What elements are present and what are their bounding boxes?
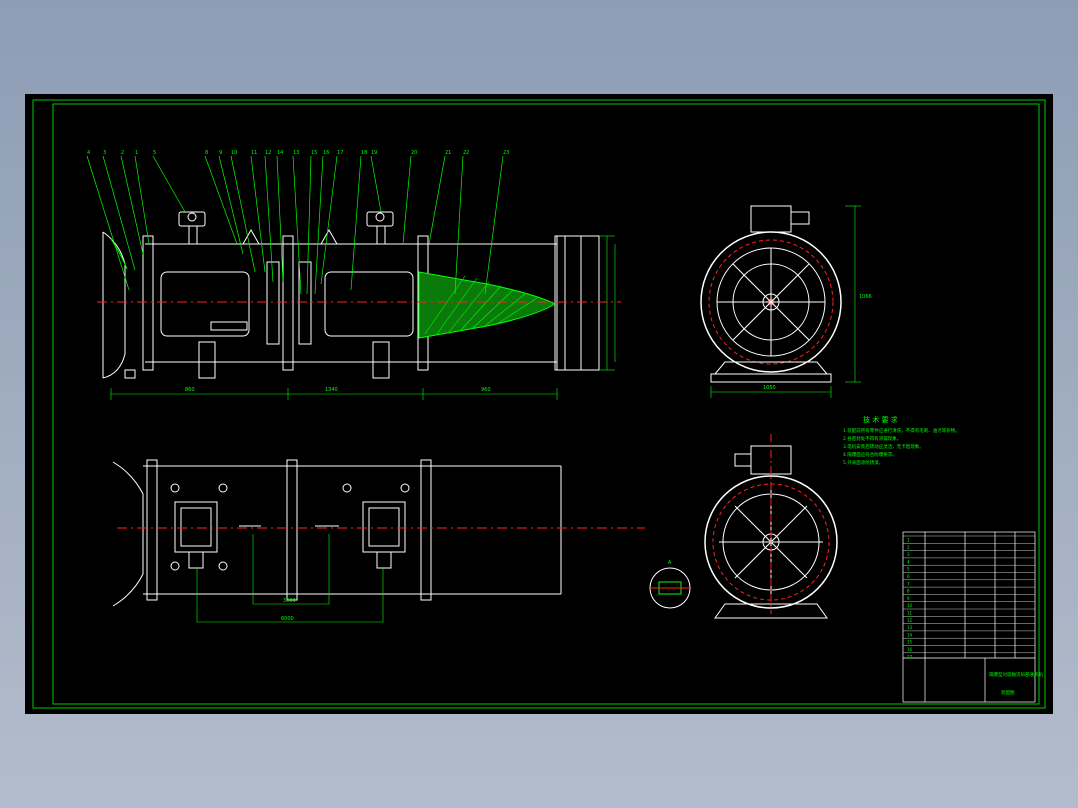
balloon-number: 3 — [103, 150, 106, 156]
balloon-number: 5 — [153, 150, 156, 156]
dim-plan-outer: 6000 — [281, 616, 294, 622]
balloon-number: 2 — [121, 150, 124, 156]
tech-requirement-line: 2.各密封处不得有渗漏现象。 — [843, 435, 901, 442]
balloon-number: 16 — [323, 150, 329, 156]
tech-title: 技 术 要 求 — [863, 415, 898, 424]
dim-plan-inner: 3000 — [283, 598, 296, 604]
title-block-row-number: 6 — [907, 574, 910, 579]
balloon-number: 21 — [445, 150, 451, 156]
title-block-row-number: 13 — [907, 625, 913, 630]
balloon-number: 13 — [293, 150, 299, 156]
balloon-number: 11 — [251, 150, 257, 156]
title-block-sub: 装配图 — [1001, 689, 1015, 696]
inner-frame — [52, 103, 1040, 705]
title-block-row-number: 5 — [907, 567, 910, 572]
title-block-row-number: 8 — [907, 589, 910, 594]
dim-side-height: 1066 — [859, 294, 872, 300]
balloon-number: 1 — [135, 150, 138, 156]
title-block-row-number: 2 — [907, 545, 910, 550]
title-block-row-number: 4 — [907, 559, 910, 564]
tech-requirement-line: 1.装配前所有零件应进行清洗，不得有毛刺、油污等杂物。 — [843, 427, 960, 434]
balloon-number: 15 — [311, 150, 317, 156]
title-block-row-number: 16 — [907, 647, 913, 652]
dim-front-right: 960 — [481, 387, 491, 393]
balloon-number: 8 — [205, 150, 208, 156]
tech-requirement-line: 4.隔爆面应符合防爆要求。 — [843, 451, 897, 458]
balloon-number: 18 — [361, 150, 367, 156]
balloon-number: 23 — [503, 150, 509, 156]
title-block — [902, 531, 1036, 703]
balloon-number: 4 — [87, 150, 90, 156]
balloon-number: 19 — [371, 150, 377, 156]
tech-requirement-line: 3.电机安装后转动应灵活，无卡阻现象。 — [843, 443, 924, 450]
outer-frame — [32, 99, 1046, 709]
detail-label: A — [668, 560, 672, 566]
balloon-number: 14 — [277, 150, 283, 156]
balloon-number: 17 — [337, 150, 343, 156]
title-block-row-number: 15 — [907, 640, 913, 645]
title-block-row-number: 12 — [907, 618, 913, 623]
title-block-row-number: 10 — [907, 603, 913, 608]
dim-front-left: 860 — [185, 387, 195, 393]
dim-side-width: 1050 — [763, 385, 776, 391]
diffuser-cone — [418, 271, 557, 339]
balloon-number: 20 — [411, 150, 417, 156]
title-block-name: 隔爆型对旋轴流局部通风机 — [989, 671, 1043, 678]
title-block-row-number: 3 — [907, 552, 910, 557]
detail-view — [649, 567, 691, 609]
balloon-number: 22 — [463, 150, 469, 156]
tech-requirement-line: 5.外表面涂防锈漆。 — [843, 459, 883, 466]
title-block-row-number: 1 — [907, 538, 910, 543]
end-view-top — [700, 205, 842, 383]
title-block-row-number: 7 — [907, 581, 910, 586]
title-block-row-number: 17 — [907, 654, 913, 659]
plan-view — [112, 459, 562, 607]
title-block-row-number: 14 — [907, 632, 913, 637]
balloon-number: 12 — [265, 150, 271, 156]
balloon-number: 9 — [219, 150, 222, 156]
title-block-row-number: 11 — [907, 611, 913, 616]
balloon-number: 10 — [231, 150, 237, 156]
title-block-row-number: 9 — [907, 596, 910, 601]
dim-front-total: 1340 — [325, 387, 338, 393]
